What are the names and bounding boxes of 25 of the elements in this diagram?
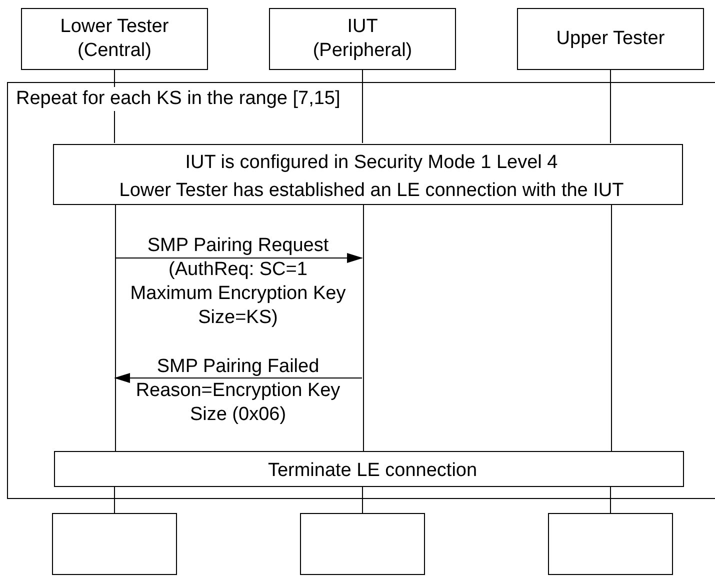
node-text: Lower Tester (Central) <box>59 15 170 63</box>
lifeline <box>362 70 363 144</box>
node-text: Upper Tester <box>556 27 665 51</box>
loop-label: Repeat for each KS in the range [7,15] <box>15 87 342 111</box>
lifeline-head-box <box>269 8 456 70</box>
edge-label: SMP Pairing Failed Reason=Encryption Key Size (0x06) <box>134 355 342 427</box>
lifeline-end-box <box>52 513 177 575</box>
lifeline-end-box <box>548 513 673 575</box>
node-text: IUT (Peripheral) <box>312 15 414 63</box>
lifeline-end-box <box>300 513 425 575</box>
message-arrow <box>114 373 362 383</box>
lifeline <box>363 205 364 451</box>
lifeline <box>115 205 116 451</box>
edge-label: SMP Pairing Request (AuthReq: SC=1 Maximum Encryption Key Size=KS) <box>129 234 347 330</box>
message-arrow <box>114 253 363 263</box>
lifeline-head-box <box>21 8 208 70</box>
note-box <box>54 451 684 487</box>
lifeline-head-box <box>517 8 704 70</box>
lifeline <box>610 486 611 514</box>
loop-frame <box>7 82 715 499</box>
lifeline <box>362 486 363 514</box>
lifeline <box>610 70 611 144</box>
lifeline <box>114 486 115 514</box>
lifeline <box>611 205 612 451</box>
note-box <box>53 144 683 205</box>
